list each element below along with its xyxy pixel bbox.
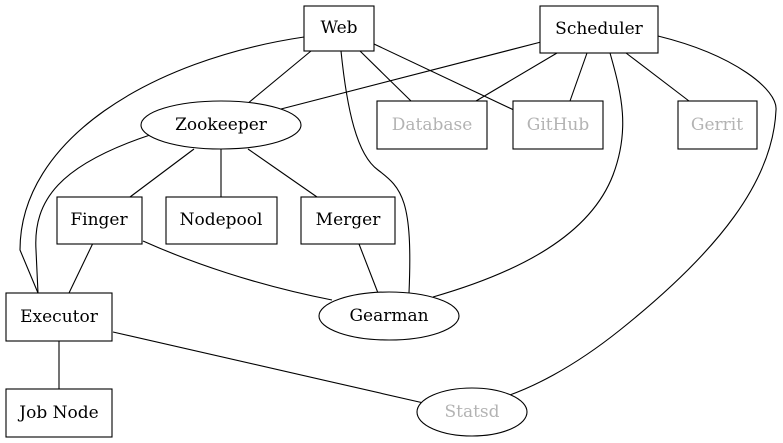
edge-executor-statsd [112, 331, 429, 405]
node-nodepool[interactable]: Nodepool [165, 196, 278, 245]
node-merger-label: Merger [316, 210, 382, 230]
edge-scheduler-github [569, 52, 588, 102]
edge-finger-executor [68, 242, 94, 294]
node-gearman-label: Gearman [349, 306, 428, 326]
node-scheduler[interactable]: Scheduler [539, 5, 659, 54]
node-scheduler-label: Scheduler [555, 19, 644, 39]
node-github[interactable]: GitHub [512, 100, 604, 150]
node-gerrit[interactable]: Gerrit [677, 100, 758, 150]
node-database[interactable]: Database [376, 100, 488, 150]
node-statsd-label: Statsd [444, 402, 499, 422]
node-merger[interactable]: Merger [300, 196, 396, 245]
edge-merger-gearman [358, 243, 379, 294]
node-statsd[interactable]: Statsd [416, 387, 528, 437]
edge-web-database [359, 50, 412, 102]
edge-zookeeper-finger [129, 148, 195, 198]
edge-zookeeper-merger [247, 148, 318, 198]
edge-web-github [373, 43, 536, 121]
edge-scheduler-statsd [506, 35, 777, 397]
node-executor[interactable]: Executor [5, 292, 113, 342]
node-github-label: GitHub [527, 115, 590, 135]
node-zookeeper-label: Zookeeper [175, 115, 268, 135]
edge-web-zookeeper [246, 50, 312, 105]
edge-zookeeper-executor [35, 134, 151, 294]
node-web[interactable]: Web [303, 5, 375, 52]
edge-scheduler-gerrit [625, 52, 690, 102]
edge-web-executor [19, 36, 305, 294]
node-executor-label: Executor [20, 307, 99, 327]
node-database-label: Database [392, 115, 473, 135]
node-web-label: Web [320, 18, 357, 38]
node-nodepool-label: Nodepool [180, 210, 263, 230]
node-jobnode[interactable]: Job Node [5, 388, 113, 438]
edge-scheduler-gearman [432, 52, 624, 298]
node-jobnode-label: Job Node [17, 403, 98, 423]
node-finger-label: Finger [70, 210, 128, 230]
edge-web-gearman [340, 50, 411, 294]
edge-scheduler-zookeeper [280, 41, 542, 110]
nodes-layer: Web Scheduler Zookeeper Database GitHub … [5, 5, 758, 438]
node-finger[interactable]: Finger [56, 196, 143, 245]
edge-finger-gearman [142, 240, 333, 301]
node-gearman[interactable]: Gearman [318, 291, 460, 341]
node-gerrit-label: Gerrit [691, 115, 743, 135]
edge-scheduler-database [475, 52, 558, 102]
edges-layer [19, 35, 777, 405]
node-zookeeper[interactable]: Zookeeper [140, 100, 302, 150]
